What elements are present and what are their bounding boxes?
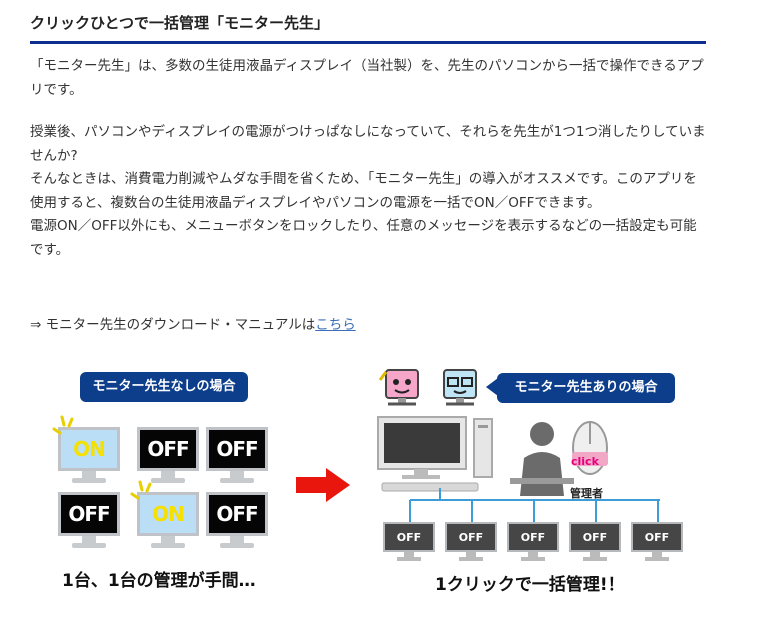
intro-paragraph: 「モニター先生」は、多数の生徒用液晶ディスプレイ（当社製）を、先生のパソコンから… xyxy=(30,55,710,102)
download-prefix: ⇒ モニター先生のダウンロード・マニュアルは xyxy=(30,317,316,333)
network-lines xyxy=(409,488,660,522)
body-line-1: 授業後、パソコンやディスプレイの電源がつけっぱなしになっていて、それらを先生が1… xyxy=(30,124,706,164)
body-paragraph: 授業後、パソコンやディスプレイの電源がつけっぱなしになっていて、それらを先生が1… xyxy=(30,121,710,262)
student-monitor: OFF xyxy=(507,522,559,562)
student-monitor: OFF xyxy=(569,522,621,562)
body-line-3: 電源ON／OFF以外にも、メニューボタンをロックしたり、任意のメッセージを表示す… xyxy=(30,218,697,258)
person-icon xyxy=(510,422,574,496)
student-monitor: OFF xyxy=(383,522,435,562)
student-monitor: OFF xyxy=(445,522,497,562)
monitor-off: OFF xyxy=(58,492,120,550)
teacher-character-icon xyxy=(443,369,477,406)
download-link[interactable]: こちら xyxy=(315,317,356,333)
section-heading: クリックひとつで一括管理「モニター先生」 xyxy=(30,10,706,44)
download-line: ⇒ モニター先生のダウンロード・マニュアルはこちら xyxy=(30,314,710,338)
pointer-icon xyxy=(486,378,498,396)
sparkle-icon xyxy=(130,480,152,500)
monitor-off: OFF xyxy=(206,427,268,485)
heading-title: クリックひとつで一括管理「モニター先生」 xyxy=(30,14,329,32)
comparison-figure: モニター先生なしの場合 ON OFF OFF OFF ON OFF xyxy=(40,360,720,610)
without-badge: モニター先生なしの場合 xyxy=(80,372,248,402)
intro-text: 「モニター先生」は、多数の生徒用液晶ディスプレイ（当社製）を、先生のパソコンから… xyxy=(30,58,704,98)
monitor-off: OFF xyxy=(137,427,199,485)
right-caption: 1クリックで一括管理!！ xyxy=(435,575,625,595)
teacher-pc-icon xyxy=(377,416,493,492)
student-monitor: OFF xyxy=(631,522,683,562)
mouse-click-icon xyxy=(572,421,608,475)
body-line-2: そんなときは、消費電力削減やムダな手間を省くため、「モニター先生」の導入がオスス… xyxy=(30,171,697,211)
admin-label: 管理者 xyxy=(570,487,603,500)
sparkle-icon xyxy=(52,415,74,435)
monitor-on: ON xyxy=(137,492,199,550)
monitor-on: ON xyxy=(58,427,120,485)
with-badge: モニター先生ありの場合 xyxy=(497,373,675,403)
monitor-off: OFF xyxy=(206,492,268,550)
arrow-right-icon xyxy=(296,468,350,502)
left-caption: 1台、1台の管理が手間… xyxy=(62,571,256,591)
character-icon xyxy=(378,369,419,406)
click-label: click xyxy=(571,455,599,468)
